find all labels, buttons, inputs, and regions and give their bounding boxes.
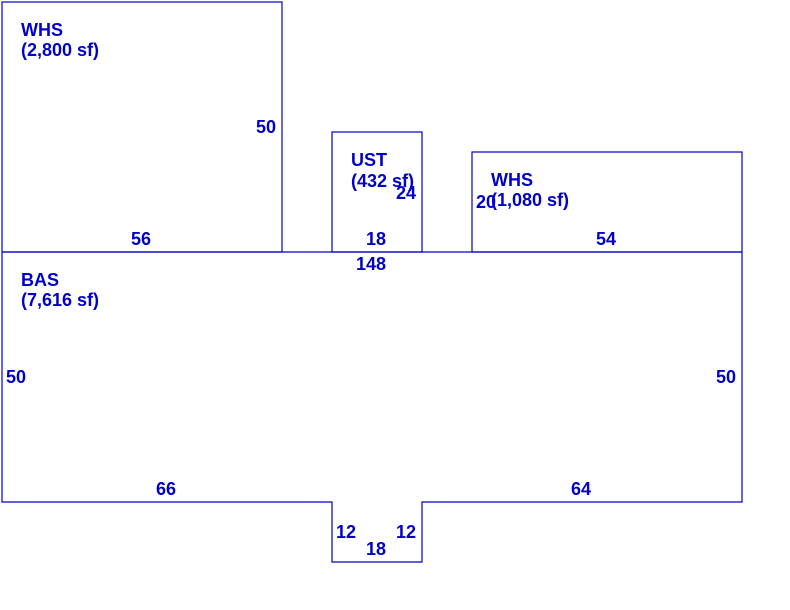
bas-area-label: (7,616 sf) <box>21 290 99 310</box>
whs-left-height-dimension: 50 <box>256 117 276 137</box>
whs-right-area-label: (1,080 sf) <box>491 190 569 210</box>
bas-bottom-right-dimension: 64 <box>571 479 591 499</box>
bas-right-dimension: 50 <box>716 367 736 387</box>
notch-right-dimension: 12 <box>396 522 416 542</box>
bas-code-label: BAS <box>21 270 59 290</box>
bas-outline <box>1 251 743 563</box>
bas-top-dimension: 148 <box>356 254 386 274</box>
whs-right-width-dimension: 54 <box>596 229 616 249</box>
ust-code-label: UST <box>351 150 387 170</box>
bas-left-dimension: 50 <box>6 367 26 387</box>
whs-left-code-label: WHS <box>21 20 63 40</box>
bas-bottom-left-dimension: 66 <box>156 479 176 499</box>
ust-width-dimension: 18 <box>366 229 386 249</box>
notch-bottom-dimension: 18 <box>366 539 386 559</box>
whs-right-code-label: WHS <box>491 170 533 190</box>
whs-left-width-dimension: 56 <box>131 229 151 249</box>
ust-area-label: (432 sf) <box>351 171 414 191</box>
notch-left-dimension: 12 <box>336 522 356 542</box>
whs-left-area-label: (2,800 sf) <box>21 40 99 60</box>
ust-height-dimension: 24 <box>396 183 416 203</box>
whs-right-height-dimension: 20 <box>476 192 496 212</box>
